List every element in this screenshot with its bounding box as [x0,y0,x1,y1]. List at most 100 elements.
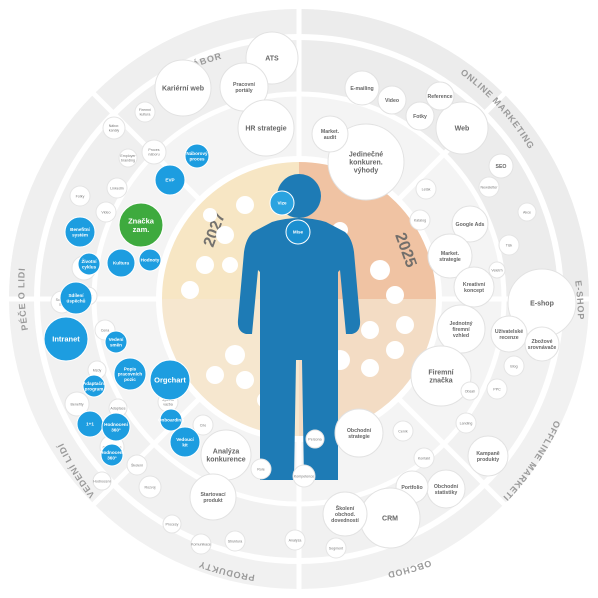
node-label-vize: Vize [277,201,287,206]
node-label-video: Video [385,98,399,104]
small-node: Katalog [409,209,431,231]
node-crm: CRM [359,487,421,549]
inner-ring-border [156,156,442,442]
small-node-label: Veletrh [491,268,502,272]
small-node-label: Leták [422,187,431,191]
small-node: Newsletter [478,176,500,198]
small-node: LinkedIn [106,177,128,199]
small-node: Persona [305,429,325,449]
small-node-label: Kontakt [418,456,430,460]
small-node: Benefity [64,391,90,417]
node-label-kariera: Kariérní web [162,85,204,92]
node-web: Web [435,101,489,155]
node-label-intranet: Intranet [52,335,80,344]
node-label-onboarding: Onboarding [158,418,184,423]
small-node: Struktura [224,530,246,552]
node-hodnoty: Hodnoty [138,248,162,272]
small-node: Cíle [192,414,214,436]
node-onboarding: Onboarding [158,408,184,432]
node-label-eshop: E-shop [530,300,554,307]
node-vize: Vize [269,190,295,216]
node-emailing: E-mailing [344,70,380,106]
node-hr-strategie: HR strategie [237,99,295,157]
node-google-ads: Google Ads [451,205,489,243]
node-seo: SEO [488,153,514,179]
small-node-label: Blog [510,364,517,368]
node-label-google-ads: Google Ads [456,222,485,228]
small-node: Akce [517,202,537,222]
node-label-emailing: E-mailing [350,86,373,92]
small-node-label: Kompetence [294,474,314,478]
node-label-fotky: Fotky [413,114,427,120]
node-label-ats: ATS [265,55,279,62]
small-node: Analýza [284,529,306,551]
small-node: Rozvoj [138,475,162,499]
node-label-web: Web [455,125,470,132]
node-mise: Mise [285,219,311,245]
small-node: Segment [325,537,347,559]
small-node-label: Komunikace [191,542,211,546]
small-node-label: Video [101,210,110,214]
small-node-label: Školení [131,462,143,467]
node-orgchart: Orgchart [149,359,191,401]
small-node: Veletrh [488,261,506,279]
small-node-label: Tisk [506,243,513,247]
small-node-label: Benefity [71,402,84,406]
small-node-label: Adaptace [110,406,125,410]
small-node-label: Role [257,467,264,471]
node-label-hr-strategie: HR strategie [245,125,286,132]
small-node: Video [95,201,117,223]
small-node-label: Analýza [289,538,302,542]
segment-label-pece-o-lidi: PÉČE O LIDI [16,267,30,331]
node-label-market-strategie: Market.strategie [439,251,461,263]
node-label-evp: EVP [165,178,174,183]
node-kariera: Kariérní web [154,59,212,117]
node-label-vedeni-1na1: 1+1 [86,422,94,427]
small-node: Ceník [392,420,414,442]
small-node: Školení [126,454,148,476]
node-label-portfolio: Portfolio [401,485,422,491]
node-label-reference: Reference [427,94,452,100]
small-node: Nábor.kanály [102,116,126,140]
node-video: Video [377,85,407,115]
node-label-orgchart: Orgchart [154,376,186,385]
node-market-audit: Market.audit [311,115,349,153]
node-label-market-audit: Market.audit [321,129,340,141]
node-label-hodnoty: Hodnoty [141,258,160,263]
small-node-label: Fotky [76,194,85,198]
small-node: Role [250,458,272,480]
